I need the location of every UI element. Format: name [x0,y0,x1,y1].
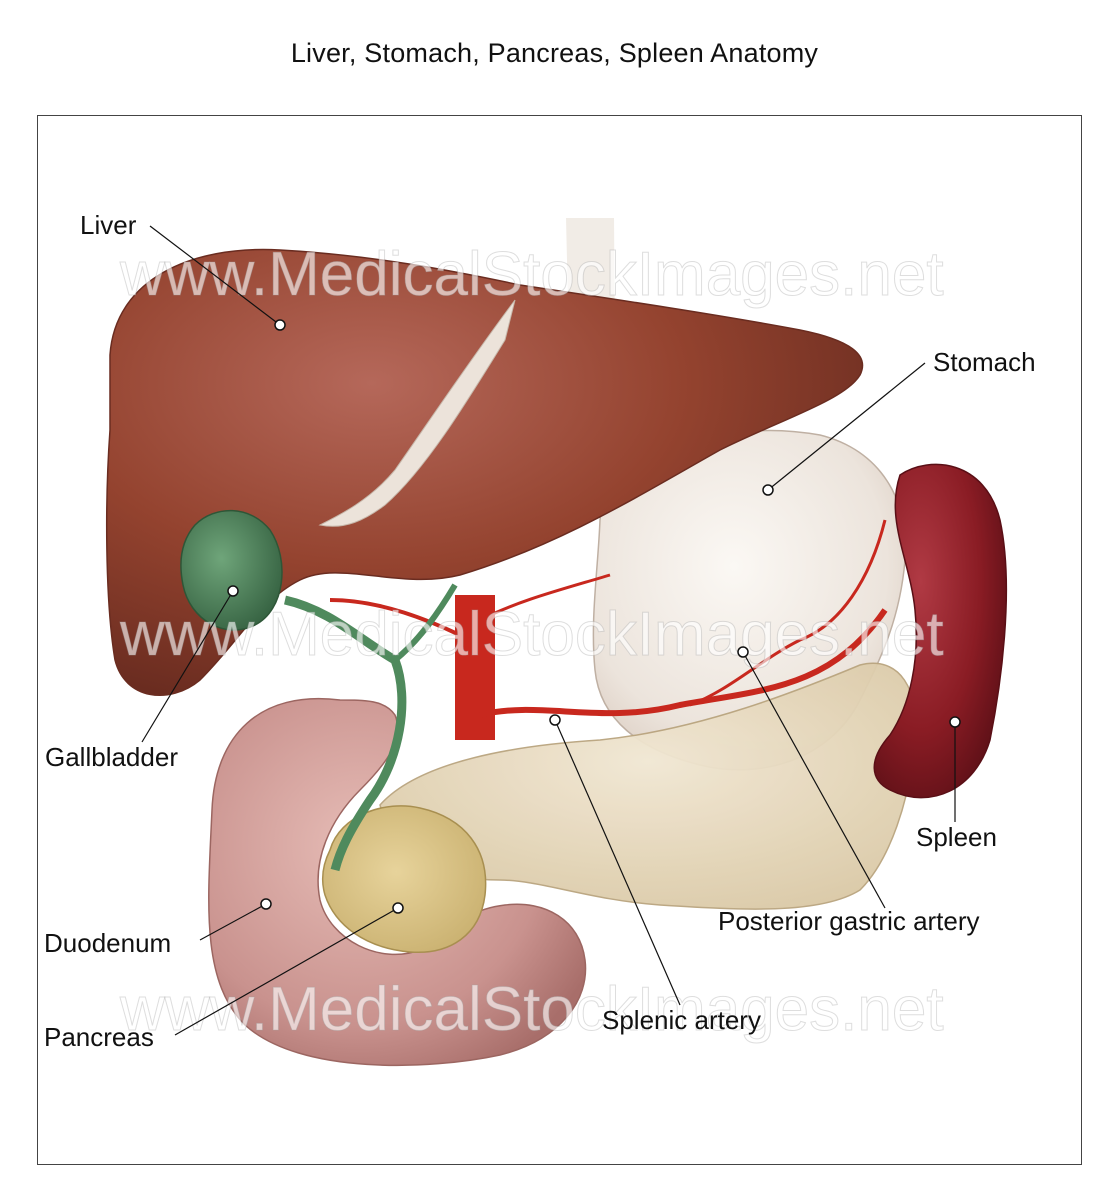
falciform-ligament [318,299,516,527]
leader-liver [149,225,281,326]
label-spleen: Spleen [916,822,997,852]
figure-frame [37,115,1082,1165]
watermark-1: www.MedicalStockImages.net [119,240,944,309]
marker-posterior-gastric [737,646,749,658]
bile-duct [283,595,407,872]
leader-posterior-gastric [742,651,886,909]
marker-spleen [949,716,961,728]
figure-title: Liver, Stomach, Pancreas, Spleen Anatomy [290,38,819,68]
label-liver: Liver [80,210,137,240]
marker-splenic [549,714,561,726]
hepatic-duct [393,583,458,663]
hepatic-artery [329,598,471,642]
gastric-artery [479,573,611,622]
leader-stomach [767,362,926,491]
marker-pancreas [392,902,404,914]
label-pancreas: Pancreas [44,1022,154,1052]
label-stomach: Stomach [933,347,1036,377]
label-splenic-artery: Splenic artery [602,1005,761,1035]
leader-pancreas [174,907,399,1036]
duodenum [208,697,587,1067]
splenic-artery [479,608,888,718]
label-duodenum: Duodenum [44,928,172,958]
pancreas-body [379,662,917,910]
gallbladder [180,509,283,631]
posterior-gastric-artery [689,519,887,707]
leader-lines [141,225,956,1036]
label-posterior-gastric-artery: Posterior gastric artery [718,906,980,936]
watermark-3: www.MedicalStockImages.net [119,975,944,1044]
label-markers [227,319,961,914]
leader-duodenum [199,903,267,941]
marker-gallbladder [227,585,239,597]
spleen [873,463,1008,799]
leader-gallbladder [141,590,234,743]
marker-stomach [762,484,774,496]
leader-splenic [554,719,681,1006]
marker-duodenum [260,898,272,910]
pancreas-head [322,805,487,953]
marker-liver [274,319,286,331]
label-gallbladder: Gallbladder [45,742,178,772]
watermark-2: www.MedicalStockImages.net [119,600,944,669]
liver [105,248,864,697]
